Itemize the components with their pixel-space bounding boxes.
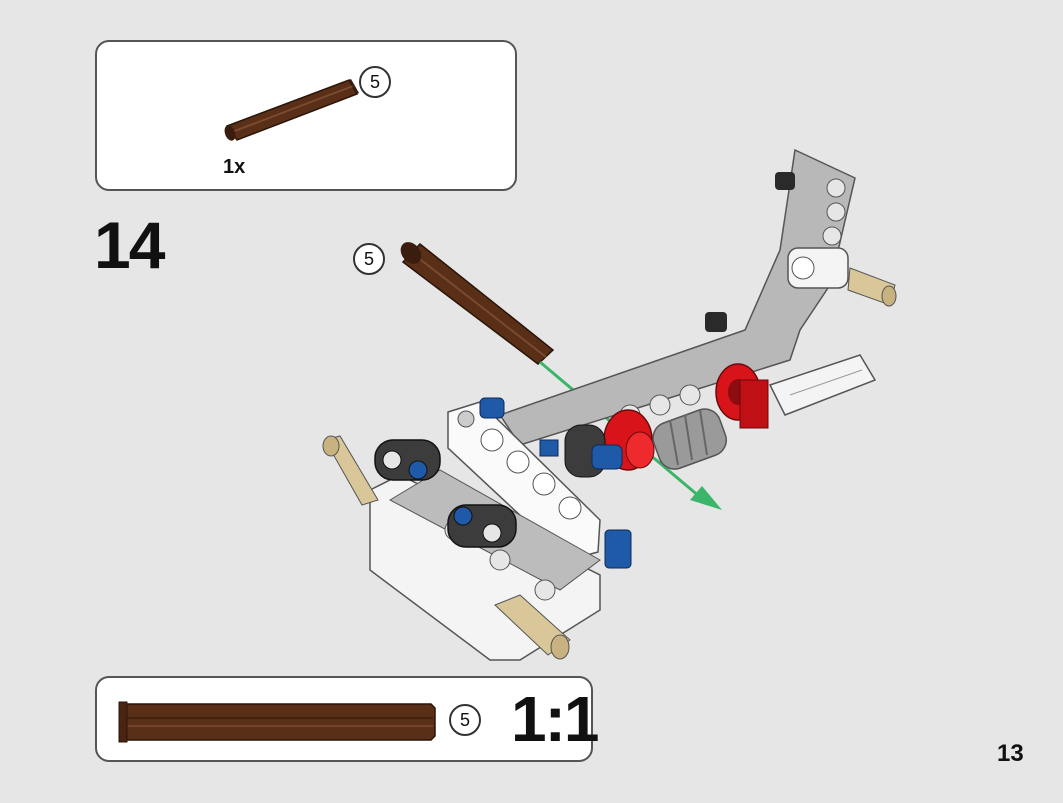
red-connectors bbox=[603, 363, 769, 471]
white-beam bbox=[447, 401, 601, 561]
blue-pins bbox=[479, 397, 632, 569]
parts-list-box: 1x 5 bbox=[95, 40, 517, 191]
brown-axle bbox=[400, 242, 555, 365]
white-connector-top bbox=[787, 247, 897, 307]
page-number: 13 bbox=[997, 740, 1024, 767]
black-pins bbox=[705, 172, 795, 332]
scale-axle-length-badge: 5 bbox=[449, 704, 481, 736]
black-liftarms bbox=[374, 424, 606, 548]
step-axle-length-badge: 5 bbox=[353, 243, 385, 275]
part-quantity: 1x bbox=[223, 156, 246, 178]
scale-axle-icon bbox=[118, 701, 436, 743]
scale-reference-box: 5 1:1 bbox=[95, 676, 599, 762]
axle-length-badge: 5 bbox=[359, 66, 391, 98]
tan-pins bbox=[322, 435, 571, 660]
worm-gear bbox=[652, 408, 727, 470]
step-number: 14 bbox=[94, 208, 165, 282]
axle-part-icon bbox=[224, 79, 359, 141]
scale-label: 1:1 bbox=[511, 683, 599, 755]
white-axle-connector bbox=[768, 354, 877, 416]
